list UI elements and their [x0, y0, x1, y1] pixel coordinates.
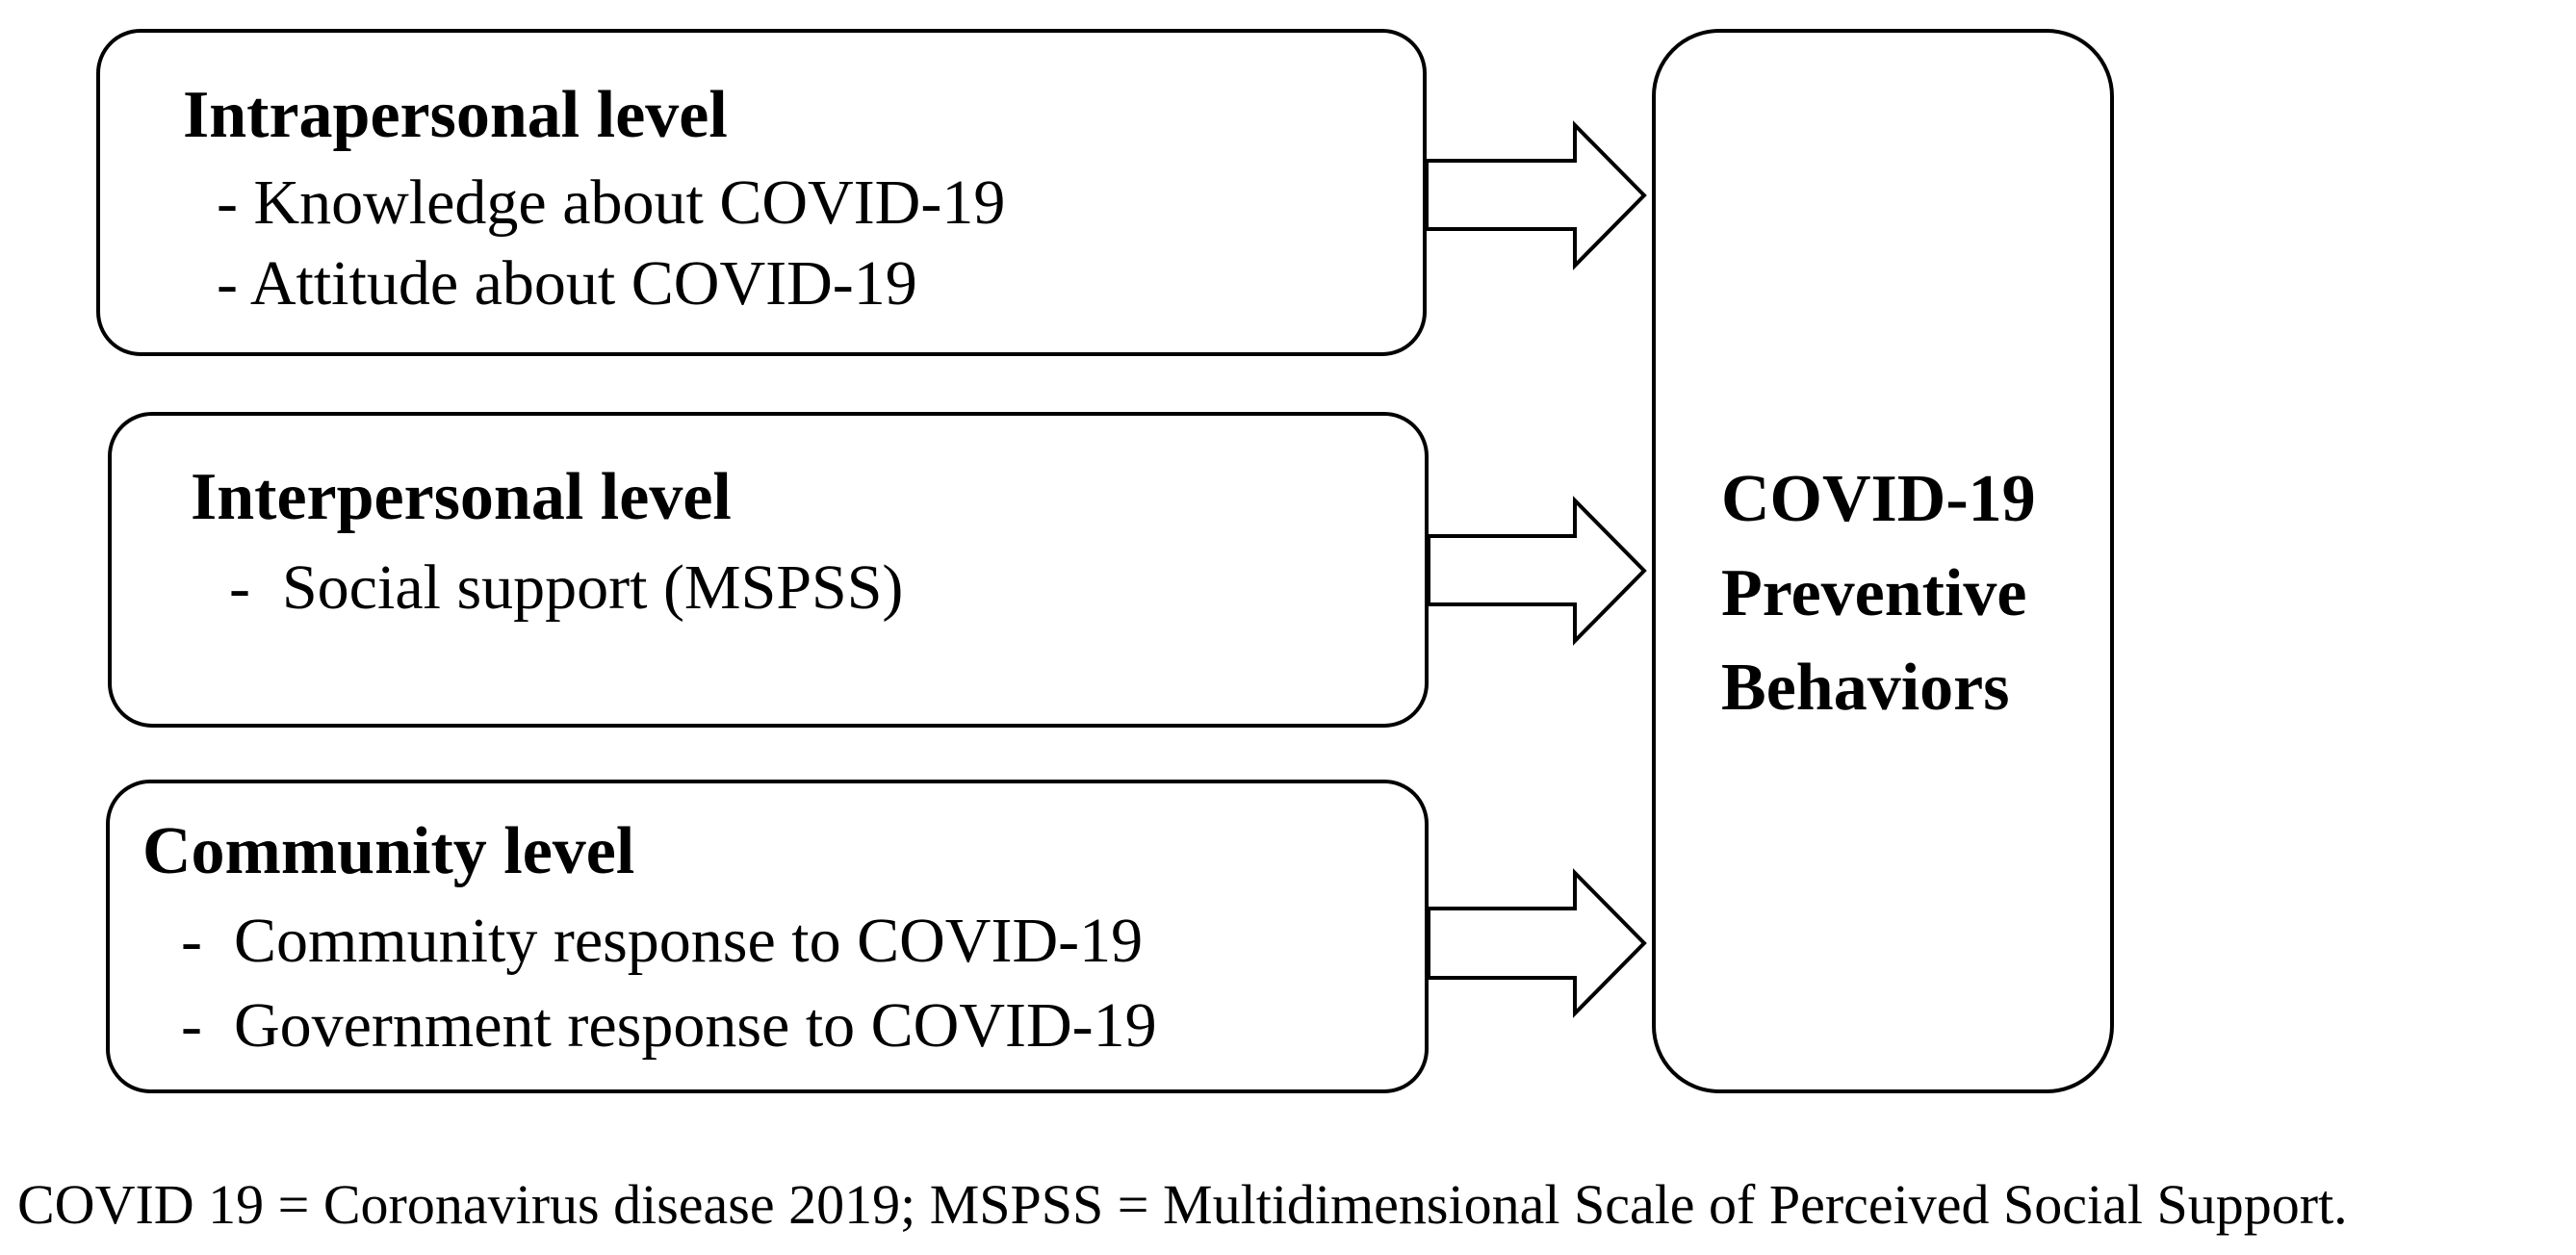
- community-level-title: Community level: [142, 814, 635, 888]
- interpersonal-level-title: Interpersonal level: [191, 460, 732, 534]
- community-item-government-response: - Government response to COVID-19: [181, 990, 1157, 1061]
- arrow-community-to-outcome: [1427, 868, 1647, 1018]
- outcome-line-1: COVID-19: [1721, 462, 2036, 536]
- covid-preventive-behaviors-title: COVID-19 Preventive Behaviors: [1721, 452, 2036, 735]
- intrapersonal-level-box: [96, 29, 1427, 356]
- interpersonal-level-box: [108, 412, 1429, 728]
- outcome-line-2: Preventive: [1721, 556, 2027, 630]
- arrow-intrapersonal-to-outcome: [1425, 120, 1647, 270]
- outcome-line-3: Behaviors: [1721, 651, 2010, 725]
- intrapersonal-item-attitude: - Attitude about COVID-19: [217, 248, 917, 319]
- interpersonal-item-social-support: - Social support (MSPSS): [229, 552, 904, 623]
- community-item-community-response: - Community response to COVID-19: [181, 906, 1144, 976]
- arrow-interpersonal-to-outcome: [1427, 496, 1647, 646]
- community-level-box: [106, 780, 1429, 1093]
- covid-preventive-behaviors-box: [1652, 29, 2114, 1093]
- intrapersonal-level-title: Intrapersonal level: [183, 78, 728, 152]
- figure-caption: COVID 19 = Coronavirus disease 2019; MSP…: [17, 1173, 2348, 1236]
- intrapersonal-item-knowledge: - Knowledge about COVID-19: [217, 167, 1006, 238]
